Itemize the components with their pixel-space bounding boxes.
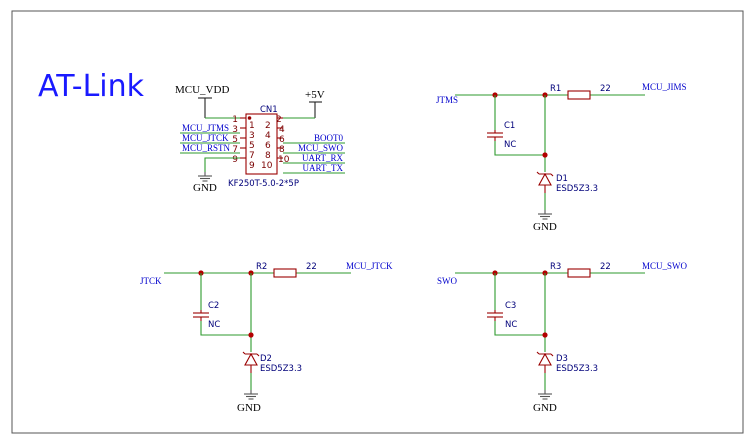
net-label: MCU_JTMS bbox=[182, 123, 229, 133]
pin-number: 9 bbox=[249, 161, 255, 171]
resistor-value: 22 bbox=[306, 262, 317, 272]
pin-number: 5 bbox=[232, 135, 238, 145]
net-label: MCU_SWO bbox=[298, 143, 344, 153]
capacitor-value: NC bbox=[504, 140, 516, 150]
pin-number: 5 bbox=[249, 141, 255, 151]
diode-ref: D3 bbox=[556, 354, 568, 364]
pin-number: 6 bbox=[279, 135, 285, 145]
wire-gnd bbox=[204, 157, 240, 172]
input-net-label: JTCK bbox=[140, 276, 162, 286]
resistor-ref: R3 bbox=[550, 262, 561, 272]
pin-number: 7 bbox=[232, 145, 238, 155]
page-title: AT-Link bbox=[38, 69, 145, 104]
pin-number: 4 bbox=[279, 125, 285, 135]
pin-number: 1 bbox=[249, 121, 255, 131]
net-label: MCU_JTCK bbox=[182, 133, 229, 143]
resistor-r3 bbox=[567, 268, 591, 278]
capacitor-ref: C1 bbox=[504, 121, 515, 131]
capacitor-ref: C2 bbox=[208, 301, 219, 311]
net-label: MCU_RSTN bbox=[182, 143, 231, 153]
pin-number: 2 bbox=[265, 121, 271, 131]
resistor-ref: R1 bbox=[550, 84, 561, 94]
connector-ref: CN1 bbox=[260, 105, 278, 115]
pin1-marker bbox=[247, 116, 252, 120]
output-net-label: MCU_JTCK bbox=[346, 261, 393, 271]
pin-number: 7 bbox=[249, 151, 255, 161]
ground-symbol bbox=[244, 390, 258, 400]
resistor-r1 bbox=[567, 90, 591, 100]
tvs-diode-d3 bbox=[536, 351, 554, 366]
gnd-label: GND bbox=[533, 221, 557, 233]
resistor-value: 22 bbox=[600, 84, 611, 94]
resistor-value: 22 bbox=[600, 262, 611, 272]
input-net-label: SWO bbox=[437, 276, 458, 286]
gnd-label: GND bbox=[237, 402, 261, 414]
p5v-label: +5V bbox=[305, 89, 325, 101]
ground-symbol bbox=[198, 172, 212, 182]
net-label: BOOT0 bbox=[314, 133, 343, 143]
pin-number: 10 bbox=[278, 155, 290, 165]
output-net-label: MCU_SWO bbox=[642, 261, 688, 271]
connector-body bbox=[245, 113, 278, 175]
gnd-label: GND bbox=[193, 182, 217, 194]
esd-circuit-jtck: JTCK R2 22 MCU_JTCK C2 NC D2 ESD5Z3.3 GN… bbox=[140, 261, 393, 414]
pin-number: 2 bbox=[276, 115, 282, 125]
capacitor-value: NC bbox=[505, 320, 517, 330]
resistor-ref: R2 bbox=[256, 262, 267, 272]
ground-symbol bbox=[538, 390, 552, 400]
pin-number: 8 bbox=[265, 151, 271, 161]
diode-ref: D1 bbox=[556, 174, 568, 184]
junction-dot bbox=[248, 332, 254, 338]
sheet-border bbox=[11, 10, 744, 434]
gnd-label: GND bbox=[533, 402, 557, 414]
connector-right-wires bbox=[283, 142, 345, 174]
pin-number: 8 bbox=[279, 145, 285, 155]
mcu-vdd-label: MCU_VDD bbox=[175, 84, 229, 96]
diode-part: ESD5Z3.3 bbox=[556, 184, 598, 194]
ground-symbol bbox=[538, 210, 552, 220]
tvs-diode-d1 bbox=[536, 171, 554, 186]
connector-cn1: MCU_VDD +5V CN1 KF250T-5.0-2*5P 1 3 bbox=[175, 84, 345, 194]
net-label: UART_TX bbox=[303, 163, 344, 173]
input-net-label: JTMS bbox=[436, 95, 458, 105]
diode-part: ESD5Z3.3 bbox=[556, 364, 598, 374]
connector-pin-stubs bbox=[240, 117, 283, 159]
esd-circuit-swo: SWO R3 22 MCU_SWO C3 NC D3 ESD5Z3.3 GND bbox=[437, 261, 688, 414]
pin-number: 3 bbox=[232, 125, 238, 135]
diode-part: ESD5Z3.3 bbox=[260, 364, 302, 374]
connector-left-wires bbox=[180, 132, 240, 154]
pin-number: 9 bbox=[232, 155, 238, 165]
pin-number: 10 bbox=[261, 161, 273, 171]
tvs-diode-d2 bbox=[242, 351, 260, 366]
pin-number: 6 bbox=[265, 141, 271, 151]
junction-dot bbox=[542, 332, 548, 338]
pin-number: 1 bbox=[232, 115, 238, 125]
capacitor-value: NC bbox=[208, 320, 220, 330]
pin-number: 4 bbox=[265, 131, 271, 141]
capacitor-ref: C3 bbox=[505, 301, 516, 311]
junction-dot bbox=[542, 152, 548, 158]
connector-part: KF250T-5.0-2*5P bbox=[228, 179, 299, 189]
diode-ref: D2 bbox=[260, 354, 272, 364]
resistor-r2 bbox=[273, 268, 297, 278]
net-label: UART_RX bbox=[302, 153, 343, 163]
esd-circuit-jtms: JTMS R1 22 MCU_JIMS C1 NC D1 ESD5Z3.3 GN… bbox=[436, 82, 687, 233]
pin-number: 3 bbox=[249, 131, 255, 141]
output-net-label: MCU_JIMS bbox=[642, 82, 687, 92]
